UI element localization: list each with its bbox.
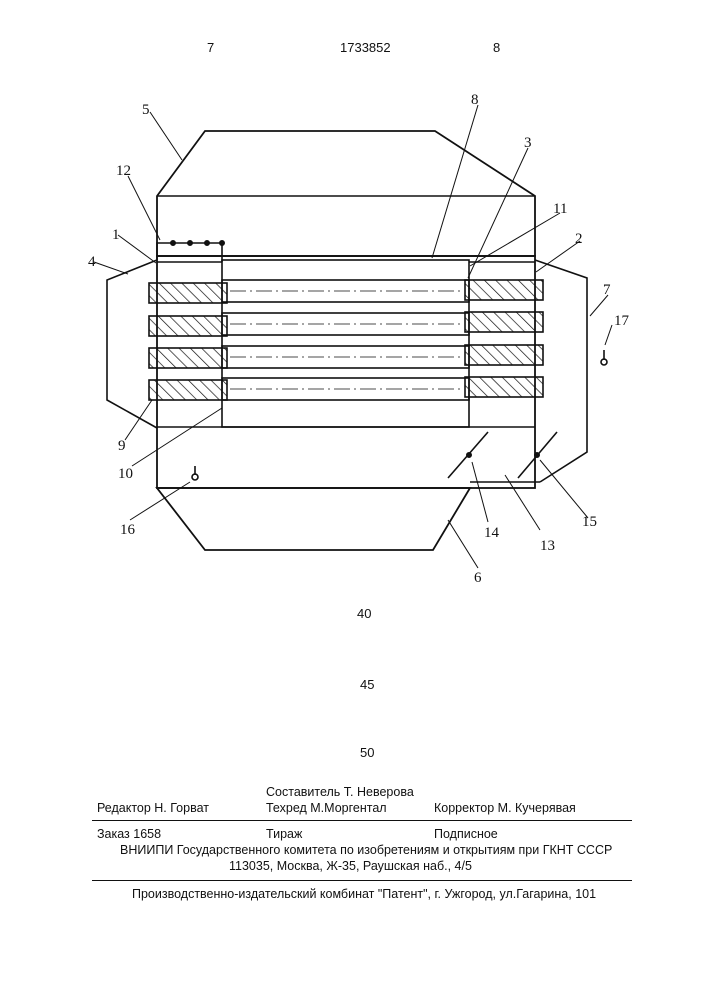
label-15: 15 <box>582 514 597 530</box>
technical-drawing: 5 8 3 12 11 2 1 4 7 17 9 10 16 14 13 15 … <box>0 0 707 600</box>
label-9: 9 <box>118 438 126 454</box>
address-line: 113035, Москва, Ж-35, Раушская наб., 4/5 <box>229 859 472 873</box>
label-14: 14 <box>484 525 500 541</box>
label-3: 3 <box>524 135 532 151</box>
bottom-chamber-6 <box>157 488 470 550</box>
label-6: 6 <box>474 570 482 586</box>
divider-top <box>92 820 632 821</box>
right-hatched-blocks <box>465 280 543 397</box>
publisher-line: Производственно-издательский комбинат "П… <box>132 887 596 901</box>
label-4: 4 <box>88 254 96 270</box>
label-7: 7 <box>603 282 611 298</box>
subscription: Подписное <box>434 827 498 841</box>
label-2: 2 <box>575 231 583 247</box>
label-8: 8 <box>471 92 479 108</box>
compiler: Составитель Т. Неверова <box>266 785 414 799</box>
divider-bottom <box>92 880 632 881</box>
label-16: 16 <box>120 522 136 538</box>
editor: Редактор Н. Горват <box>97 801 209 815</box>
line-number-45: 45 <box>360 677 374 692</box>
line-number-50: 50 <box>360 745 374 760</box>
circulation: Тираж <box>266 827 302 841</box>
top-chamber-5 <box>157 131 535 256</box>
order-number: Заказ 1658 <box>97 827 161 841</box>
line-number-40: 40 <box>357 606 371 621</box>
label-5: 5 <box>142 102 150 118</box>
rod-compartment <box>222 260 469 427</box>
techred: Техред М.Моргентал <box>266 801 387 815</box>
vniipi-line: ВНИИПИ Государственного комитета по изоб… <box>120 843 612 857</box>
label-17: 17 <box>614 313 630 329</box>
label-11: 11 <box>553 201 567 217</box>
rods <box>222 280 469 400</box>
label-1: 1 <box>112 227 120 243</box>
label-13: 13 <box>540 538 555 554</box>
left-hatched-blocks <box>149 283 227 400</box>
proofreader: Корректор М. Кучерявая <box>434 801 576 815</box>
label-12: 12 <box>116 163 131 179</box>
label-10: 10 <box>118 466 133 482</box>
